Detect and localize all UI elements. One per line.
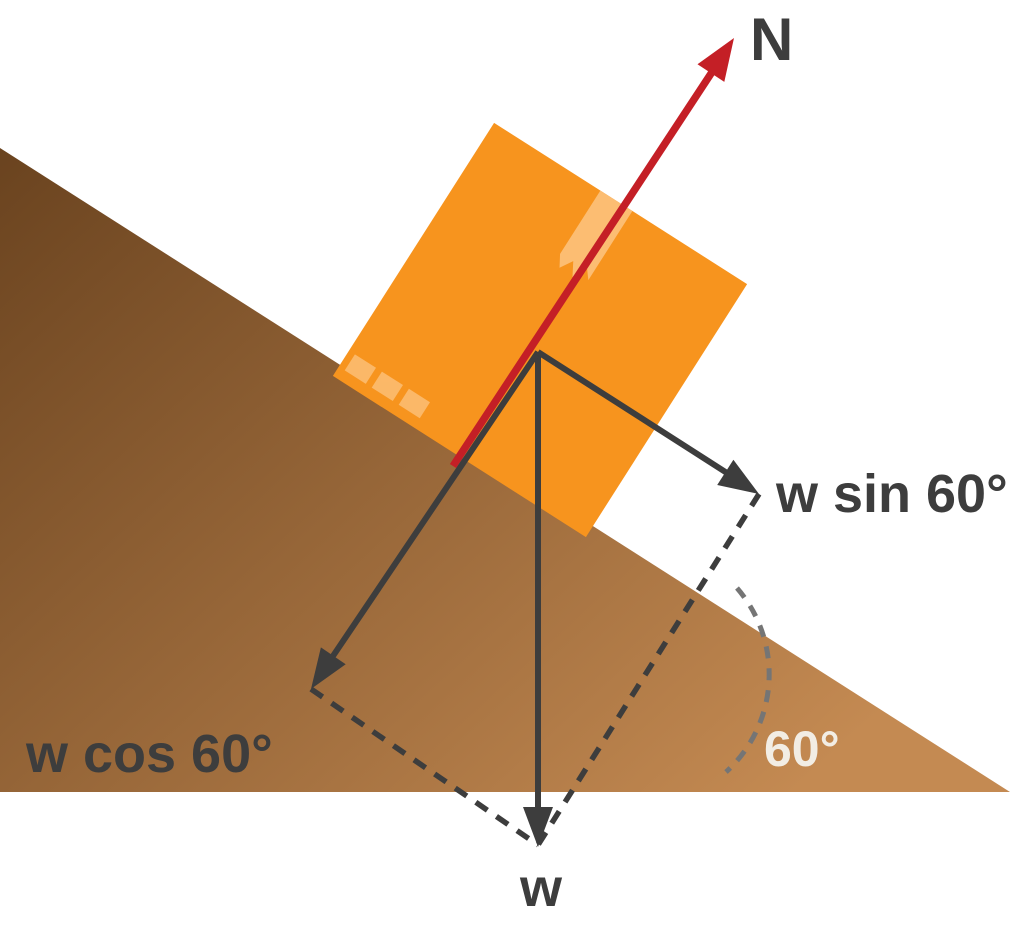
weight-vector-arrowheads (311, 459, 759, 847)
weight-label: w (519, 858, 563, 918)
box-label-sticker (344, 354, 377, 384)
weight-perpendicular-line (330, 350, 541, 658)
normal-force-arrowhead (697, 38, 734, 82)
incline-angle-label: 60° (764, 721, 840, 777)
box-label-sticker (398, 388, 430, 419)
box-label-sticker (371, 371, 403, 402)
perpendicular-component-label: w cos 60° (25, 724, 273, 784)
weight-vectors (330, 349, 729, 812)
weight-perpendicular-arrowhead (311, 647, 346, 689)
parallel-component-label: w sin 60° (775, 464, 1008, 524)
box-tape (559, 190, 633, 281)
component-construction-lines (309, 492, 762, 848)
angle-arc (724, 586, 772, 774)
weight-parallel-line (536, 349, 729, 476)
weight-arrowhead (523, 807, 553, 847)
normal-force-line (449, 66, 718, 469)
normal-force-vector (449, 38, 734, 469)
box-shipping-labels (344, 354, 430, 419)
dashed-parallelogram-left (309, 686, 540, 848)
normal-force-label: N (750, 6, 793, 73)
dashed-parallelogram-right (535, 492, 762, 847)
weight-parallel-arrowhead (717, 459, 759, 494)
